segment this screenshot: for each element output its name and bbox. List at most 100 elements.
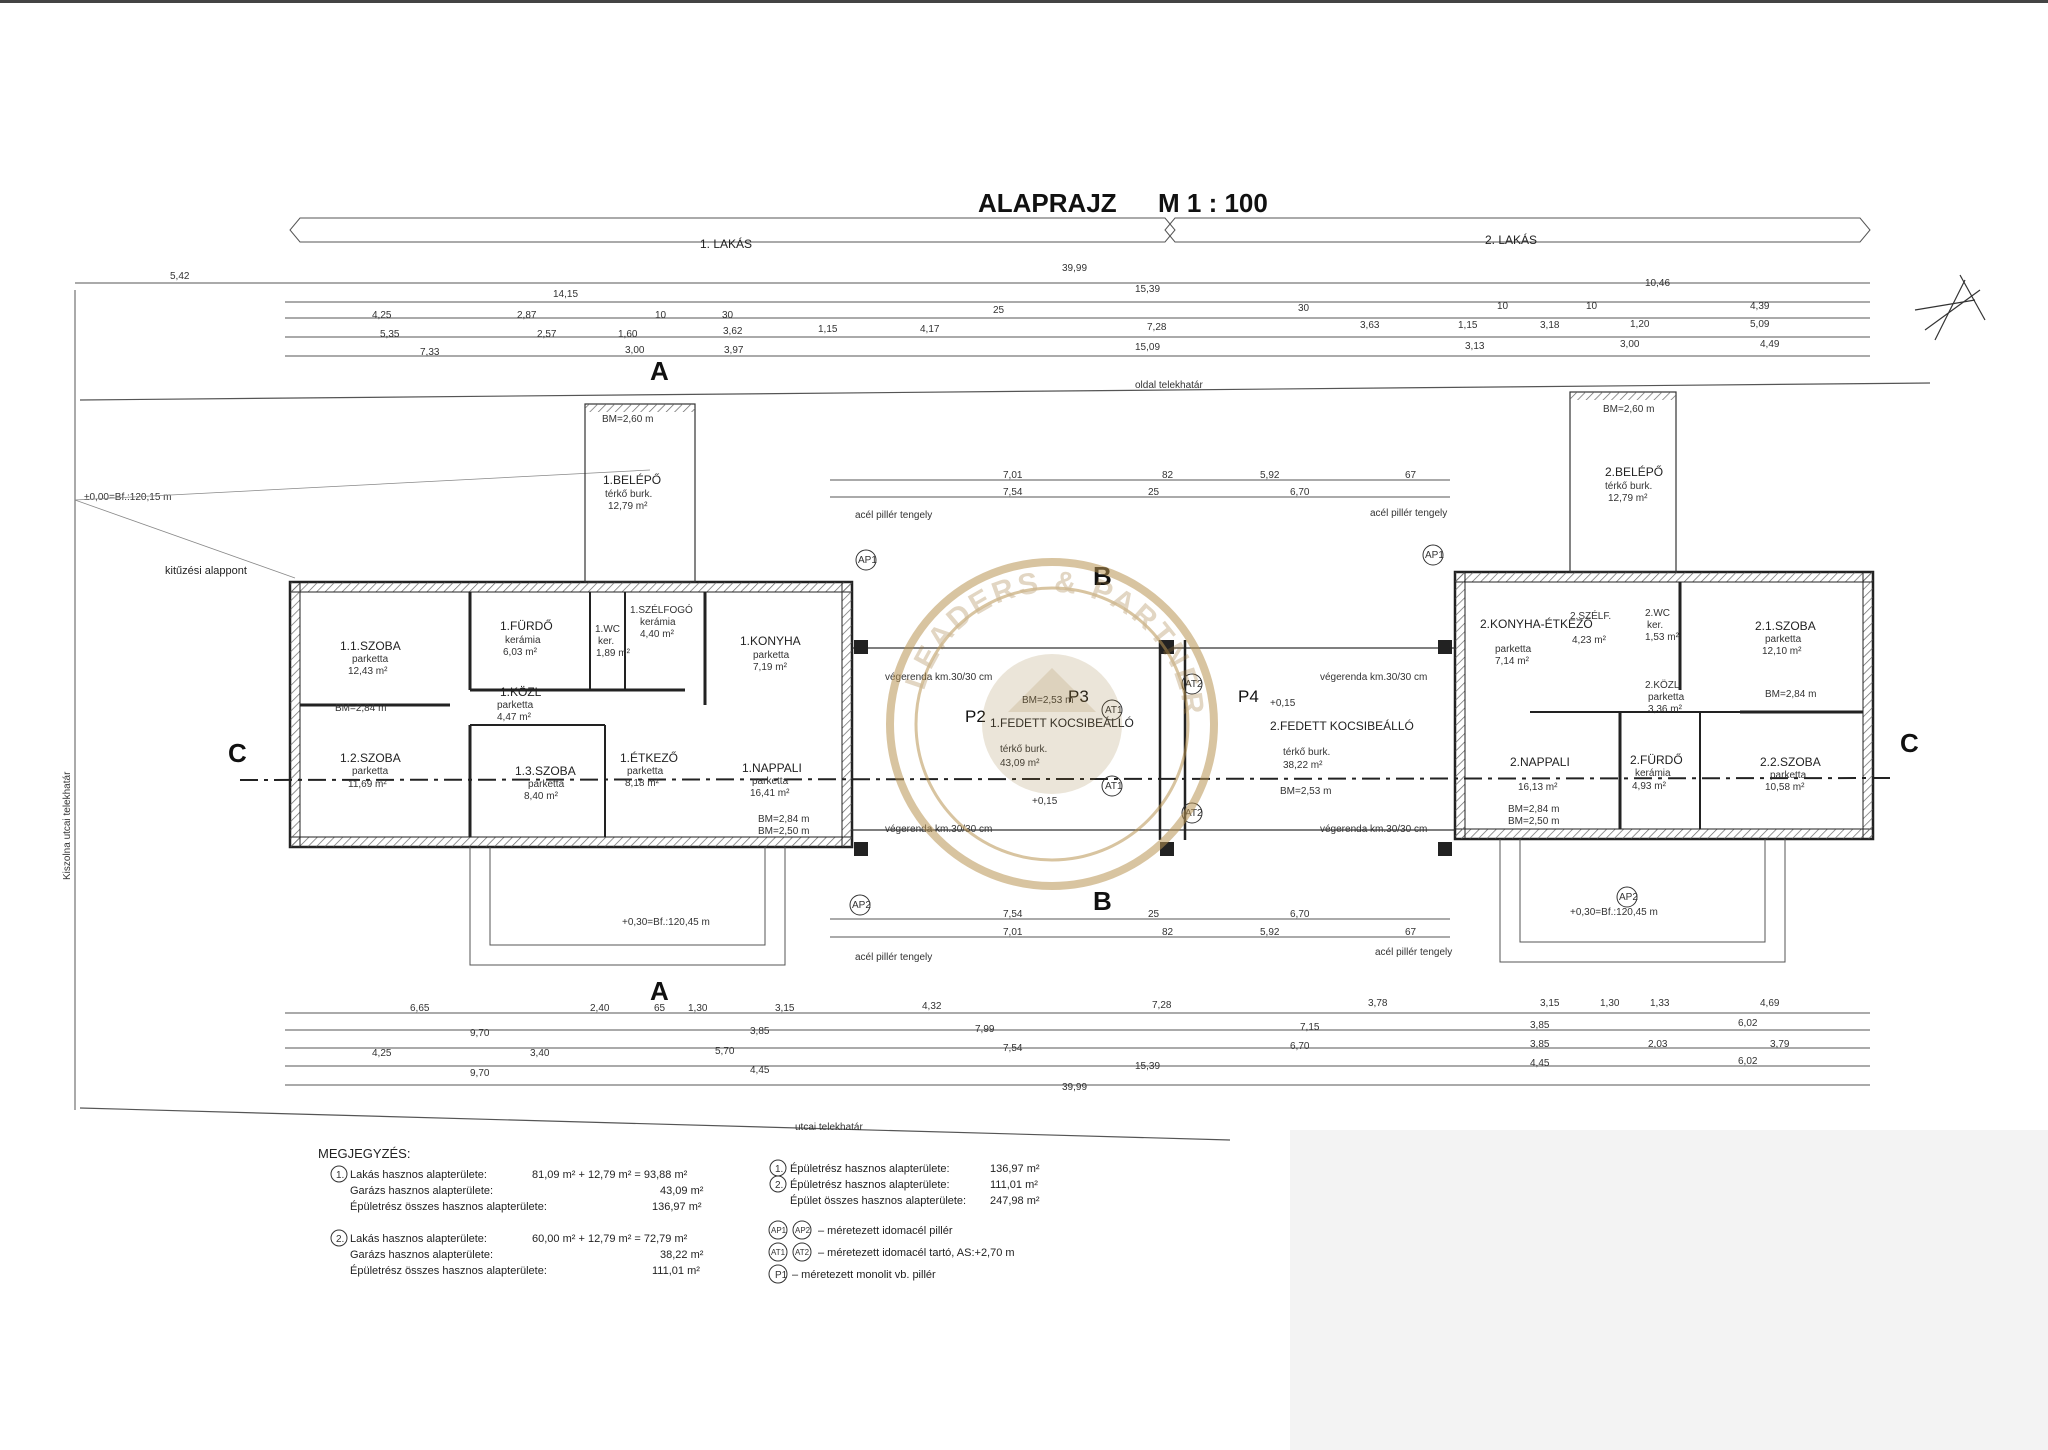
svg-text:AT2: AT2 <box>795 1248 810 1257</box>
room-1-wc-floor: ker. <box>598 636 614 647</box>
dim-b3-3-40: 3,40 <box>530 1048 550 1059</box>
room-1-3-szoba-floor: parketta <box>528 779 565 790</box>
unit-1-outline <box>288 403 854 849</box>
unit1-living-label: Lakás hasznos alapterülete: <box>350 1169 487 1181</box>
dim-r4-4-17: 4,17 <box>920 324 940 335</box>
pillar-at2-a: AT2 <box>1185 679 1203 690</box>
svg-text:AP2: AP2 <box>795 1226 811 1235</box>
dim-b1-65: 65 <box>654 1003 666 1014</box>
room-2-furdo: 2.FÜRDŐ <box>1630 752 1683 767</box>
bm-entry-1: BM=2,60 m <box>602 414 653 425</box>
unit1-total-label: Épületrész összes hasznos alapterülete: <box>350 1200 547 1213</box>
steel-pillar-axis-bottom-right: acél pillér tengely <box>1375 947 1452 958</box>
pillar-ap1-left: AP1 <box>858 555 877 566</box>
level-bottom-right: +0,30=Bf.:120,45 m <box>1570 907 1658 918</box>
unit2-living-value: 60,00 m² + 12,79 m² = 72,79 m² <box>532 1233 688 1245</box>
summary-3-value: 247,98 m² <box>990 1195 1040 1207</box>
mid-dim-bot1-b: 25 <box>1148 909 1160 920</box>
room-2-furdo-floor: kerámia <box>1635 768 1671 779</box>
room-1-nappali-area: 16,41 m² <box>750 788 790 799</box>
bm-unit1-living-2: BM=2,50 m <box>758 826 809 837</box>
dim-r5-3-00: 3,00 <box>625 345 645 356</box>
room-2-wc-floor: ker. <box>1647 620 1663 631</box>
dim-b1-3-15b: 3,15 <box>1540 998 1560 1009</box>
dim-b2-3-85: 3,85 <box>750 1026 770 1037</box>
pillar-ap1-right: AP1 <box>1425 550 1444 561</box>
room-1-wc: 1.WC <box>595 624 620 635</box>
mid-dim-top1-c: 5,92 <box>1260 470 1280 481</box>
dim-r4-3-62: 3,62 <box>723 326 743 337</box>
dim-r4-3-18: 3,18 <box>1540 320 1560 331</box>
pillar-ap2-right: AP2 <box>1619 892 1638 903</box>
dim-b4-15-39: 15,39 <box>1135 1061 1160 1072</box>
mid-dim-top1-a: 7,01 <box>1003 470 1023 481</box>
svg-text:1.: 1. <box>775 1164 783 1175</box>
section-mark-a-bottom: A <box>650 976 669 1006</box>
dim-b1-3-78: 3,78 <box>1368 998 1388 1009</box>
bottom-dimension-lines <box>285 1012 1870 1086</box>
beam-label-top-left: végerenda km.30/30 cm <box>885 672 992 683</box>
room-1-3-szoba: 1.3.SZOBA <box>515 764 576 778</box>
svg-text:2.: 2. <box>336 1234 344 1245</box>
unit1-garage-value: 43,09 m² <box>660 1185 704 1197</box>
dim-b1-1-33: 1,33 <box>1650 998 1670 1009</box>
room-1-3-szoba-area: 8,40 m² <box>524 791 559 802</box>
room-2-wc: 2.WC <box>1645 608 1670 619</box>
room-2-1-szoba-floor: parketta <box>1765 634 1802 645</box>
summary-1-label: Épületrész hasznos alapterülete: <box>790 1162 950 1175</box>
bm-unit2-living-2: BM=2,50 m <box>1508 816 1559 827</box>
dim-b2-9-70: 9,70 <box>470 1028 490 1039</box>
level-bottom-left: +0,30=Bf.:120,45 m <box>622 917 710 928</box>
top-dimension-lines <box>75 282 1870 357</box>
room-1-1-szoba-area: 12,43 m² <box>348 666 388 677</box>
section-mark-c-right: C <box>1900 728 1919 758</box>
summary-3-label: Épület összes hasznos alapterülete: <box>790 1194 966 1207</box>
scan-top-edge <box>0 0 2048 3</box>
unit2-living-label: Lakás hasznos alapterülete: <box>350 1233 487 1245</box>
pillar-at2-b: AT2 <box>1185 808 1203 819</box>
dim-r4-3-63: 3,63 <box>1360 320 1380 331</box>
dim-b4-4-45b: 4,45 <box>1530 1058 1550 1069</box>
level-carport-1: +0,15 <box>1032 796 1058 807</box>
dim-r3-2-87: 2,87 <box>517 310 537 321</box>
dim-r5-15-09: 15,09 <box>1135 342 1160 353</box>
room-1-konyha: 1.KONYHA <box>740 634 801 648</box>
bm-carport-1: BM=2,53 m <box>1022 695 1073 706</box>
svg-text:P1: P1 <box>775 1270 788 1281</box>
unit-2-outline <box>1453 391 1875 841</box>
section-mark-b-bottom: B <box>1093 886 1112 916</box>
steel-pillar-axis-top: acél pillér tengely <box>855 510 932 521</box>
dim-b1-4-69: 4,69 <box>1760 998 1780 1009</box>
dim-top-14-15: 14,15 <box>553 289 578 300</box>
watermark-text: LEADERS & PARTNERS <box>0 0 1210 719</box>
room-1-belepo: 1.BELÉPŐ <box>603 472 661 487</box>
room-1-2-szoba-area: 11,69 m² <box>348 779 387 790</box>
room-2-1-szoba: 2.1.SZOBA <box>1755 619 1816 633</box>
notes-block: MEGJEGYZÉS: 1. Lakás hasznos alapterület… <box>318 1146 1040 1284</box>
dim-b3-3-79: 3,79 <box>1770 1039 1790 1050</box>
svg-text:2.: 2. <box>775 1180 783 1191</box>
dim-b1-4-32: 4,32 <box>922 1001 942 1012</box>
room-2-1-szoba-area: 12,10 m² <box>1762 646 1802 657</box>
dim-r3-4-39: 4,39 <box>1750 301 1770 312</box>
pillar-ap2-left: AP2 <box>852 900 871 911</box>
dim-r5-3-97: 3,97 <box>724 345 744 356</box>
dim-b3-4-25: 4,25 <box>372 1048 392 1059</box>
dim-b4-4-45: 4,45 <box>750 1065 770 1076</box>
mid-dim-top1-d: 67 <box>1405 470 1417 481</box>
dim-r5-7-33: 7,33 <box>420 347 440 358</box>
dim-b3-2-03: 2,03 <box>1648 1039 1668 1050</box>
dim-b3-7-54: 7,54 <box>1003 1043 1023 1054</box>
room-1-kozl-floor: parketta <box>497 700 534 711</box>
room-1-furdo-area: 6,03 m² <box>503 647 538 658</box>
room-1-carport: 1.FEDETT KOCSIBEÁLLÓ <box>990 715 1134 730</box>
room-1-1-szoba: 1.1.SZOBA <box>340 639 401 653</box>
dim-b2-3-85b: 3,85 <box>1530 1020 1550 1031</box>
room-1-furdo: 1.FÜRDŐ <box>500 618 553 633</box>
drawing-scale: M 1 : 100 <box>1158 188 1268 218</box>
unit1-living-value: 81,09 m² + 12,79 m² = 93,88 m² <box>532 1169 688 1181</box>
room-2-kozl: 2.KÖZL <box>1645 679 1680 691</box>
beam-label-bottom-right: végerenda km.30/30 cm <box>1320 824 1427 835</box>
room-1-kozl-area: 4,47 m² <box>497 712 532 723</box>
